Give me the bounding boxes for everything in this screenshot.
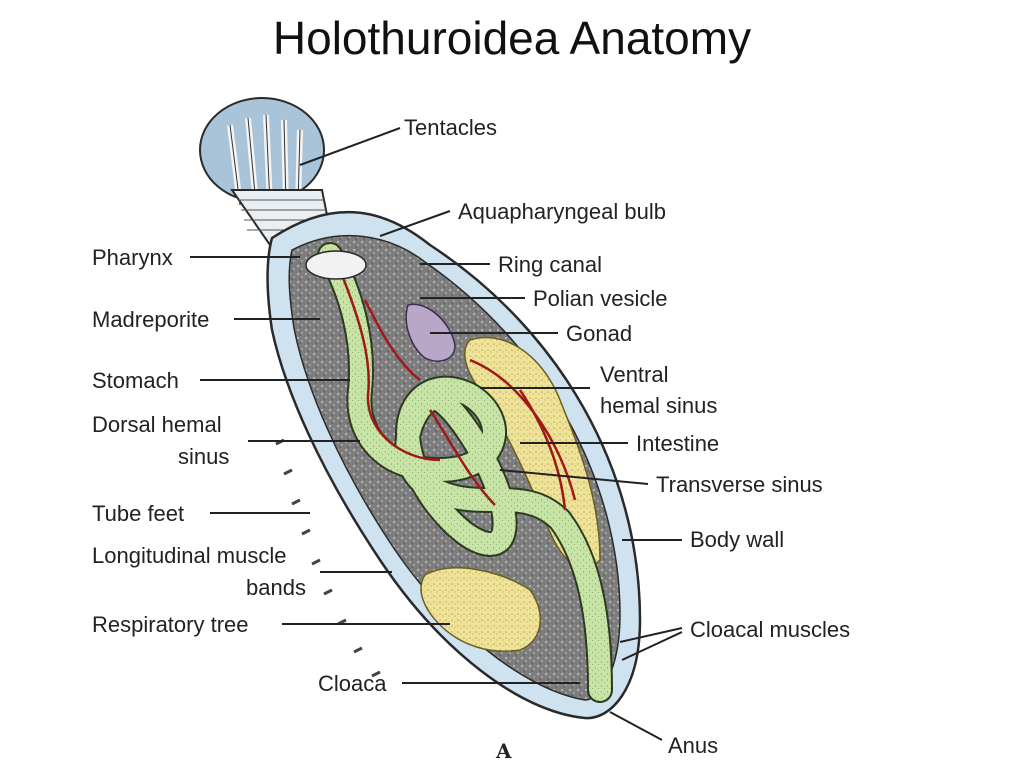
leader-lines [190,127,683,741]
label-dorsal-hemal-sinus-line1: Dorsal hemal [92,412,222,437]
label-respiratory-tree: Respiratory tree [92,612,249,637]
label-transverse-sinus: Transverse sinus [656,472,823,497]
label-cloacal-muscles: Cloacal muscles [690,617,850,642]
hemal-vessels [338,269,577,511]
label-anus: Anus [668,733,718,758]
label-ring-canal: Ring canal [498,252,602,277]
label-body-wall: Body wall [690,527,784,552]
label-tentacles: Tentacles [404,115,497,140]
label-stomach: Stomach [92,368,179,393]
label-madreporite: Madreporite [92,307,209,332]
ring-canal-shape [305,250,367,280]
label-tube-feet: Tube feet [92,501,184,526]
label-longitudinal-muscle-bands-line1: Longitudinal muscle [92,543,286,568]
label-ventral-hemal-sinus-line1: Ventral [600,362,669,387]
label-aquapharyngeal-bulb: Aquapharyngeal bulb [458,199,666,224]
label-pharynx: Pharynx [92,245,173,270]
figure-label: A [495,739,512,763]
label-longitudinal-muscle-bands-line2: bands [246,575,306,600]
label-cloaca: Cloaca [318,671,387,696]
tentacle-crown [199,97,325,206]
page-title: Holothuroidea Anatomy [272,12,752,64]
label-intestine: Intestine [636,431,719,456]
label-polian-vesicle: Polian vesicle [533,286,668,311]
label-dorsal-hemal-sinus-line2: sinus [178,444,229,469]
label-gonad: Gonad [566,321,632,346]
label-ventral-hemal-sinus-line2: hemal sinus [600,393,717,418]
